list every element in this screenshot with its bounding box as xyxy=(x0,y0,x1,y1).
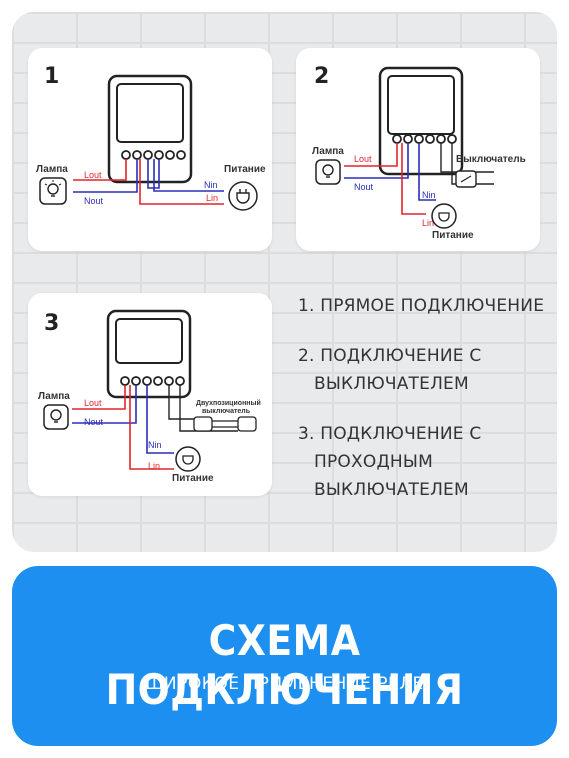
power-plug-icon xyxy=(175,446,201,472)
wire-label-nin: Nin xyxy=(148,440,162,450)
title-banner: СХЕМА ПОДКЛЮЧЕНИЯ ШИРОКОЕ ПРИМЕНЕНИЕ РЕЛ… xyxy=(12,566,557,746)
wire-label-lout: Lout xyxy=(354,154,372,164)
diagram-number: 3 xyxy=(44,311,60,336)
wire-label-nin: Nin xyxy=(422,190,436,200)
diagram-number: 2 xyxy=(314,64,330,89)
switch-label-line1: Двухпозиционный xyxy=(196,399,261,407)
list-item: 2. ПОДКЛЮЧЕНИЕ С ВЫКЛЮЧАТЕЛЕМ xyxy=(298,342,548,398)
banner-subtitle: ШИРОКОЕ ПРИМЕНЕНИЕ РЕЛЕ xyxy=(145,674,424,694)
wire-label-lin: Lin xyxy=(422,218,434,228)
power-label: Питание xyxy=(224,164,266,175)
wiring-diagram-3: Lout Nout Nin Lin Лампа Двухпозиционный … xyxy=(38,309,261,484)
wire-label-lin: Lin xyxy=(206,193,218,203)
diagram-number: 1 xyxy=(44,64,60,89)
wire-label-nin: Nin xyxy=(204,180,218,190)
power-label: Питание xyxy=(172,473,214,484)
power-plug-icon xyxy=(228,181,258,211)
connection-types-list: 1. ПРЯМОЕ ПОДКЛЮЧЕНИЕ 2. ПОДКЛЮЧЕНИЕ С В… xyxy=(298,292,548,526)
wiring-diagram-1: Lout Nout Nin Lin Лампа Питание xyxy=(36,74,266,211)
power-label: Питание xyxy=(432,230,474,241)
switch-label: Выключатель xyxy=(456,154,526,165)
diagram-card-1: 1 Lout Nout Nin Lin Лампа Питание xyxy=(28,48,272,251)
lamp-label: Лампа xyxy=(312,146,344,157)
switch-icon xyxy=(193,416,213,432)
wire-label-lout: Lout xyxy=(84,170,102,180)
lamp-label: Лампа xyxy=(38,391,70,402)
wire-label-lin: Lin xyxy=(148,461,160,471)
wiring-diagram-2: Lout Nout Nin Lin Лампа Выключатель Пита… xyxy=(312,66,526,241)
list-item: 1. ПРЯМОЕ ПОДКЛЮЧЕНИЕ xyxy=(298,292,548,320)
switch-label-line2: выключатель xyxy=(202,408,251,415)
diagram-card-2: 2 Lout Nout Nin Lin Лампа Выключатель Пи… xyxy=(296,48,540,251)
list-item-text: ВЫКЛЮЧАТЕЛЕМ xyxy=(314,480,469,500)
wire-label-nout: Nout xyxy=(354,182,374,192)
switch-icon xyxy=(237,416,257,432)
list-item: 3. ПОДКЛЮЧЕНИЕ С ПРОХОДНЫМ ВЫКЛЮЧАТЕЛЕМ xyxy=(298,420,548,504)
relay-terminals xyxy=(120,376,185,386)
lamp-icon xyxy=(43,404,69,430)
list-item-text: 3. ПОДКЛЮЧЕНИЕ С xyxy=(298,424,482,444)
wire-label-nout: Nout xyxy=(84,196,104,206)
lamp-label: Лампа xyxy=(36,164,68,175)
wire-label-nout: Nout xyxy=(84,417,104,427)
diagram-card-3: 3 Lout Nout Nin Lin Лампа Двухпозиционны… xyxy=(28,293,272,496)
list-item-text: 1. ПРЯМОЕ ПОДКЛЮЧЕНИЕ xyxy=(298,296,545,316)
list-item-text: 2. ПОДКЛЮЧЕНИЕ С xyxy=(298,346,482,366)
power-plug-icon xyxy=(431,203,457,229)
list-item-text: ВЫКЛЮЧАТЕЛЕМ xyxy=(314,374,469,394)
wire-label-lout: Lout xyxy=(84,398,102,408)
lamp-icon xyxy=(315,159,341,185)
banner-title: СХЕМА ПОДКЛЮЧЕНИЯ xyxy=(105,616,464,714)
list-item-text: ПРОХОДНЫМ xyxy=(314,452,433,472)
